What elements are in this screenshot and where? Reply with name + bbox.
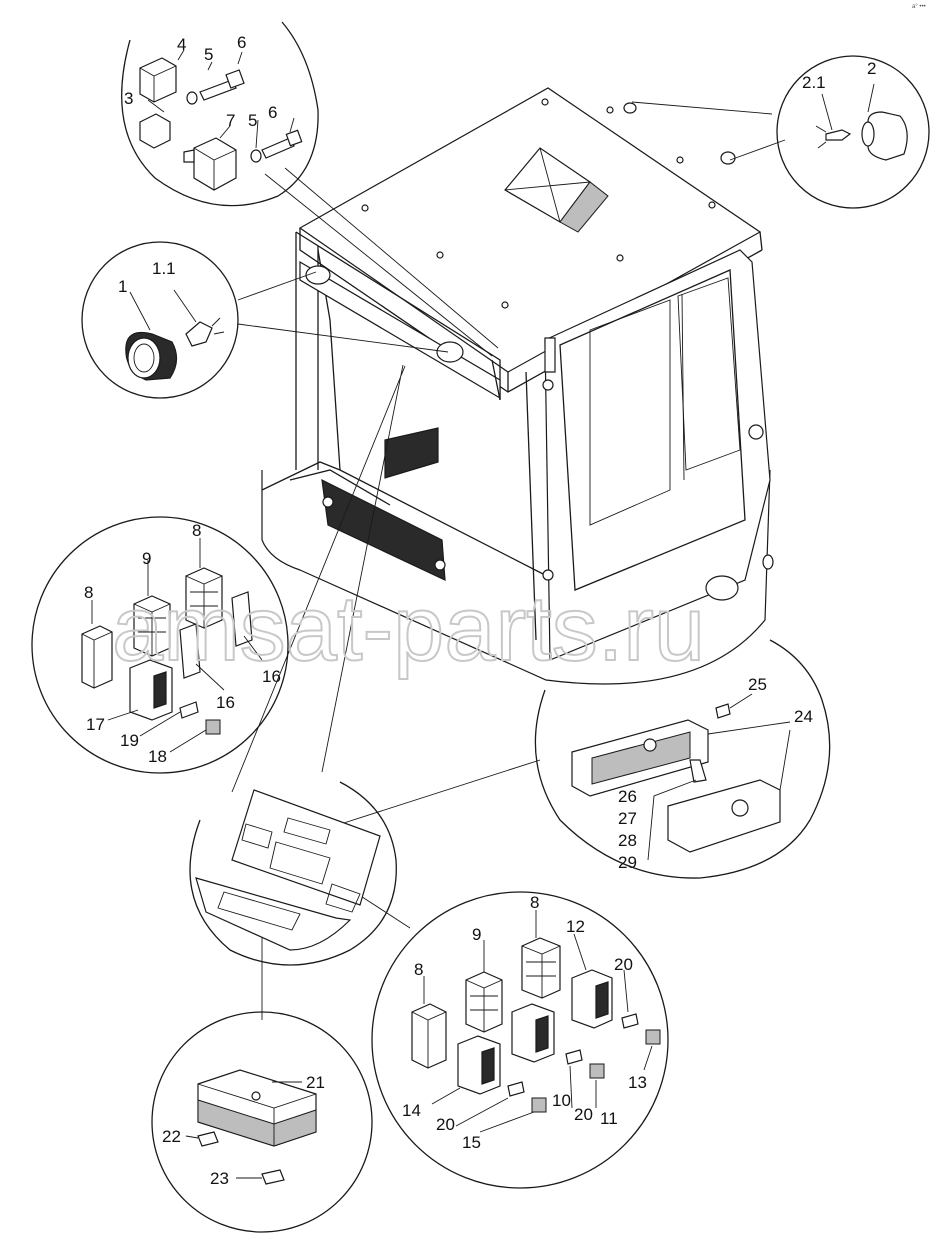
ashtray-24 bbox=[667, 779, 781, 853]
symbol-13 bbox=[645, 1029, 661, 1045]
callout-8-b: 8 bbox=[84, 583, 93, 602]
relay-detail-circle bbox=[121, 21, 319, 207]
callout-25: 25 bbox=[748, 675, 767, 694]
callout-21: 21 bbox=[306, 1073, 325, 1092]
callout-17: 17 bbox=[86, 715, 105, 734]
callout-18: 18 bbox=[148, 747, 167, 766]
corner-mark: a° ••• bbox=[912, 4, 926, 10]
relay-7 bbox=[193, 137, 237, 191]
callout-2: 2 bbox=[867, 59, 876, 78]
fuse-26 bbox=[689, 759, 707, 783]
bulb-22 bbox=[197, 1131, 219, 1147]
head-lamp-detail-circle bbox=[81, 241, 239, 399]
dash-panel-circle bbox=[189, 781, 397, 966]
bulb-20-b bbox=[565, 1049, 583, 1065]
callout-26: 26 bbox=[618, 787, 637, 806]
callout-16-a: 16 bbox=[262, 667, 281, 686]
switch-frame-8-a bbox=[411, 1003, 447, 1069]
bulb-20-c bbox=[507, 1081, 525, 1097]
callout-1: 1 bbox=[118, 277, 127, 296]
callout-13: 13 bbox=[628, 1073, 647, 1092]
symbol-18 bbox=[205, 719, 221, 735]
bulb-20-a bbox=[621, 1013, 639, 1029]
switch-detail-circle-left bbox=[31, 516, 289, 774]
vent-detail-circle bbox=[534, 639, 831, 879]
callout-6: 6 bbox=[237, 33, 246, 52]
symbol-15 bbox=[531, 1097, 547, 1113]
callout-7: 7 bbox=[226, 111, 235, 130]
callout-24: 24 bbox=[794, 707, 813, 726]
callout-8-a: 8 bbox=[192, 521, 201, 540]
callout-14: 14 bbox=[402, 1101, 421, 1120]
switch-frame-8-left bbox=[81, 625, 113, 689]
callout-2-1: 2.1 bbox=[802, 73, 826, 92]
symbol-11 bbox=[589, 1063, 605, 1079]
bulb-1-1 bbox=[185, 321, 213, 347]
callout-labels: 4 5 6 3 7 5 6 2 2.1 1 1.1 8 9 8 16 16 17… bbox=[84, 33, 876, 1188]
callout-9-b: 9 bbox=[472, 925, 481, 944]
callout-4: 4 bbox=[177, 35, 186, 54]
switch-detail-circle-right bbox=[371, 891, 669, 1189]
callout-5: 5 bbox=[204, 45, 213, 64]
callout-20-c: 20 bbox=[436, 1115, 455, 1134]
callout-15: 15 bbox=[462, 1133, 481, 1152]
bulb-2-1 bbox=[825, 129, 852, 141]
callout-11: 11 bbox=[600, 1109, 618, 1128]
cab-assembly bbox=[261, 87, 774, 685]
callout-8-c: 8 bbox=[530, 893, 539, 912]
dash-panel-upper bbox=[231, 789, 381, 906]
callout-9-a: 9 bbox=[142, 549, 151, 568]
callout-5-b: 5 bbox=[248, 111, 257, 130]
bulb-19 bbox=[179, 701, 199, 719]
callout-12: 12 bbox=[566, 917, 585, 936]
callout-20-b: 20 bbox=[574, 1105, 593, 1124]
callout-28: 28 bbox=[618, 831, 637, 850]
callout-6-b: 6 bbox=[268, 103, 277, 122]
callout-19: 19 bbox=[120, 731, 139, 750]
callout-3: 3 bbox=[124, 89, 133, 108]
callout-16-b: 16 bbox=[216, 693, 235, 712]
callout-1-1: 1.1 bbox=[152, 259, 176, 278]
work-lamp-detail-circle bbox=[776, 55, 930, 209]
switch-frame-8-b bbox=[521, 937, 561, 999]
callout-8-d: 8 bbox=[414, 960, 423, 979]
callout-20-a: 20 bbox=[614, 955, 633, 974]
interior-lamp-detail-circle bbox=[151, 1011, 373, 1233]
seal-16-left bbox=[179, 623, 201, 679]
screw-25 bbox=[715, 703, 731, 719]
callout-10: 10 bbox=[552, 1091, 571, 1110]
watermark-text: amsat-parts.ru bbox=[112, 578, 705, 680]
callout-22: 22 bbox=[162, 1127, 181, 1146]
callout-23: 23 bbox=[210, 1169, 229, 1188]
relay-4 bbox=[139, 57, 177, 103]
dash-panel-lower bbox=[195, 877, 352, 951]
callout-29: 29 bbox=[618, 853, 637, 872]
relay-socket-3 bbox=[139, 113, 171, 149]
bulb-23 bbox=[261, 1169, 285, 1185]
seal-16-right bbox=[231, 591, 253, 647]
lamp-housing-2 bbox=[867, 111, 908, 161]
callout-27: 27 bbox=[618, 809, 637, 828]
